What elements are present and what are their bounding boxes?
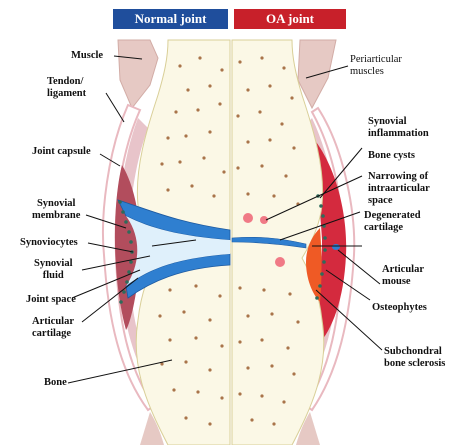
label-synovial-inflammation: Synovial inflammation [368, 116, 429, 140]
label-infl-line2: inflammation [368, 128, 429, 140]
articular-mouse [332, 244, 340, 250]
label-scler-line2: bone sclerosis [384, 358, 445, 370]
label-narrow-line3: space [368, 195, 430, 207]
oa-joint-header: OA joint [234, 9, 346, 29]
label-periarticular-muscles: Periarticular muscles [350, 54, 402, 78]
label-peri-line1: Periarticular [350, 54, 402, 66]
label-peri-line2: muscles [350, 66, 402, 78]
normal-joint-header: Normal joint [113, 9, 228, 29]
label-degen-line2: cartilage [364, 222, 421, 234]
label-subchondral-sclerosis: Subchondral bone sclerosis [384, 346, 445, 370]
label-scler-line1: Subchondral [384, 346, 445, 358]
label-joint-capsule: Joint capsule [32, 146, 91, 158]
label-tendon: Tendon/ ligament [47, 76, 86, 100]
label-articular-mouse: Articular mouse [382, 264, 424, 288]
label-synmem-line2: membrane [32, 210, 80, 222]
label-tendon-line1: Tendon/ [47, 76, 86, 88]
label-joint-space: Joint space [26, 294, 76, 306]
label-narrow-line1: Narrowing of [368, 171, 430, 183]
label-bone-cysts: Bone cysts [368, 150, 415, 162]
periarticular-muscle-right [298, 40, 336, 108]
label-synfluid-line2: fluid [34, 270, 73, 282]
label-narrow-line2: intraarticular [368, 183, 430, 195]
label-cart-line2: cartilage [32, 328, 74, 340]
label-bone: Bone [44, 377, 67, 389]
label-mouse-line1: Articular [382, 264, 424, 276]
label-tendon-line2: ligament [47, 88, 86, 100]
label-synovial-membrane: Synovial membrane [32, 198, 80, 222]
label-cart-line1: Articular [32, 316, 74, 328]
label-synoviocytes: Synoviocytes [20, 237, 78, 249]
label-infl-line1: Synovial [368, 116, 429, 128]
muscle-shape-left [118, 40, 158, 108]
label-degen-line1: Degenerated [364, 210, 421, 222]
label-synfluid-line1: Synovial [34, 258, 73, 270]
label-synmem-line1: Synovial [32, 198, 80, 210]
label-narrowing: Narrowing of intraarticular space [368, 171, 430, 207]
label-synovial-fluid: Synovial fluid [34, 258, 73, 282]
label-articular-cartilage: Articular cartilage [32, 316, 74, 340]
label-degenerated-cartilage: Degenerated cartilage [364, 210, 421, 234]
label-osteophytes: Osteophytes [372, 302, 427, 314]
label-mouse-line2: mouse [382, 276, 424, 288]
label-muscle: Muscle [71, 50, 103, 62]
